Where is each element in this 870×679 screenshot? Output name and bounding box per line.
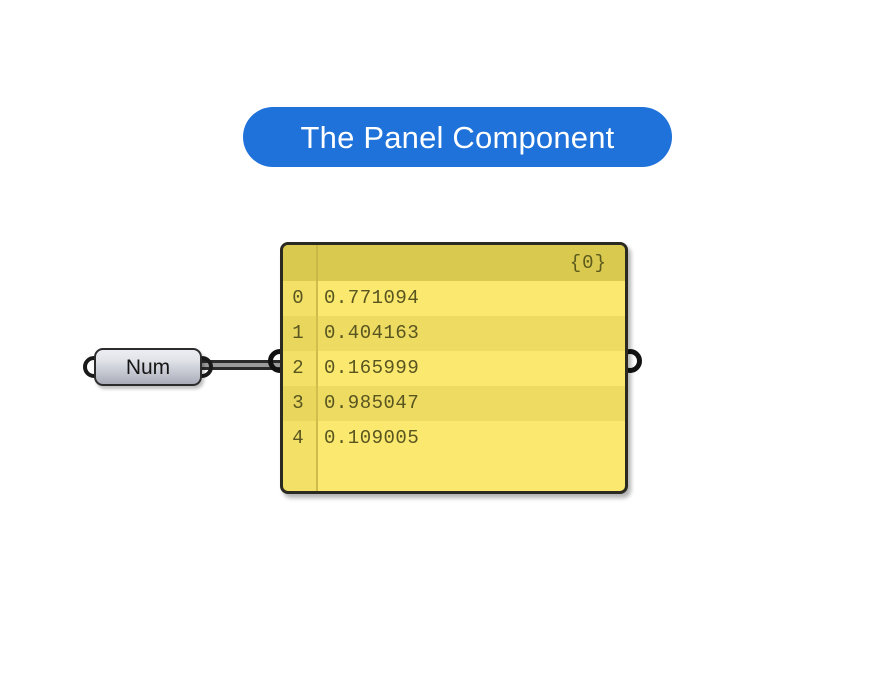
- connection-wire-icon[interactable]: [198, 359, 282, 372]
- row-value: 0.985047: [324, 392, 420, 414]
- table-row[interactable]: 2 0.165999: [283, 351, 625, 386]
- panel-component-body[interactable]: {0} 0 0.771094 1 0.404163 2 0.165999: [280, 242, 628, 494]
- row-index: 3: [292, 392, 304, 414]
- panel-header: {0}: [283, 245, 625, 281]
- table-row[interactable]: 3 0.985047: [283, 386, 625, 421]
- num-component-label: Num: [125, 355, 171, 379]
- row-index: 0: [292, 287, 304, 309]
- panel-component[interactable]: {0} 0 0.771094 1 0.404163 2 0.165999: [266, 240, 644, 498]
- wire-stroke-bottom: [198, 367, 282, 370]
- table-row[interactable]: 1 0.404163: [283, 316, 625, 351]
- row-index: 4: [292, 427, 304, 449]
- page-title: The Panel Component: [300, 119, 615, 155]
- num-component-body[interactable]: Num: [94, 348, 202, 386]
- wire-stroke-middle: [198, 363, 282, 367]
- table-row[interactable]: 4 0.109005: [283, 421, 625, 456]
- row-index: 1: [292, 322, 304, 344]
- num-component[interactable]: Num: [83, 345, 213, 389]
- row-value: 0.771094: [324, 287, 420, 309]
- row-value: 0.165999: [324, 357, 420, 379]
- panel-row-list: 0 0.771094 1 0.404163 2 0.165999 3 0.985…: [283, 281, 625, 456]
- page-title-badge: The Panel Component: [243, 107, 672, 167]
- row-index: 2: [292, 357, 304, 379]
- table-row[interactable]: 0 0.771094: [283, 281, 625, 316]
- row-value: 0.404163: [324, 322, 420, 344]
- panel-path-label: {0}: [569, 251, 607, 274]
- row-value: 0.109005: [324, 427, 420, 449]
- wire-stroke-top: [198, 360, 282, 363]
